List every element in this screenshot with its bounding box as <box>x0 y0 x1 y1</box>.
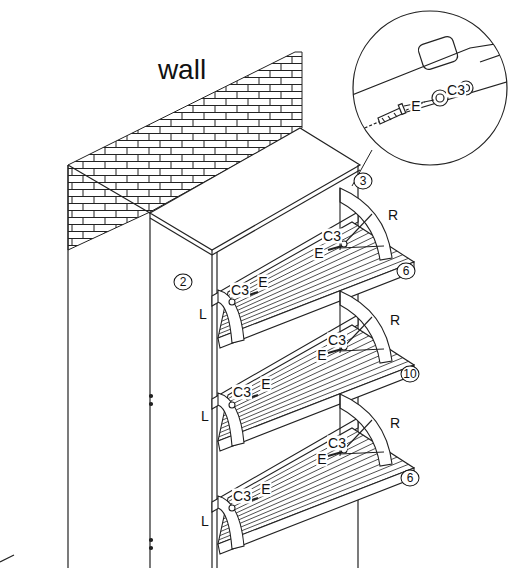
cam-fitting <box>229 402 235 408</box>
flap-slat <box>219 361 408 436</box>
flap-slat <box>223 446 380 519</box>
part-label: R <box>387 208 399 223</box>
cam-fitting <box>229 505 235 511</box>
flap-tiers <box>212 188 414 554</box>
part-label: C3 <box>322 229 342 244</box>
flap-slat <box>219 464 408 539</box>
cam-fitting <box>229 299 235 305</box>
callout-number: 6 <box>397 263 416 280</box>
part-label: L <box>198 307 208 322</box>
part-label: E <box>313 246 324 261</box>
screw <box>328 349 342 353</box>
part-label: L <box>200 409 210 424</box>
right-bracket <box>340 291 392 363</box>
flap-tier <box>212 188 414 348</box>
part-label: C3 <box>232 489 252 504</box>
flap-tier <box>212 291 414 451</box>
detail-inset <box>352 10 515 186</box>
callout-number: 3 <box>354 173 373 190</box>
callout-number: 6 <box>401 470 420 487</box>
part-label: R <box>389 416 401 431</box>
part-label: E <box>316 452 327 467</box>
flap-tier <box>212 394 414 554</box>
left-bracket <box>218 496 244 549</box>
flap-slat <box>220 461 403 536</box>
right-bracket <box>340 188 392 260</box>
left-bracket <box>218 290 244 343</box>
part-label: L <box>200 514 210 529</box>
part-label: R <box>389 313 401 328</box>
screw <box>328 452 342 456</box>
part-label: C3 <box>327 436 347 451</box>
bracket-spoke <box>340 214 372 248</box>
part-label: E <box>410 99 421 114</box>
part-label: E <box>257 275 268 290</box>
screw <box>328 246 342 250</box>
part-label: E <box>260 377 271 392</box>
left-bracket <box>218 393 244 446</box>
callout-number: 10 <box>401 366 420 383</box>
right-bracket <box>340 394 392 466</box>
wall-label: wall <box>157 55 207 85</box>
callout-number: 2 <box>174 274 193 291</box>
flap-front-edge <box>218 468 414 554</box>
part-label: E <box>316 348 327 363</box>
part-label: C3 <box>230 283 250 298</box>
part-label: E <box>260 482 271 497</box>
flap-slat <box>219 258 408 333</box>
part-label: C3 <box>446 83 466 98</box>
part-label: C3 <box>232 385 252 400</box>
part-label: C3 <box>327 333 347 348</box>
